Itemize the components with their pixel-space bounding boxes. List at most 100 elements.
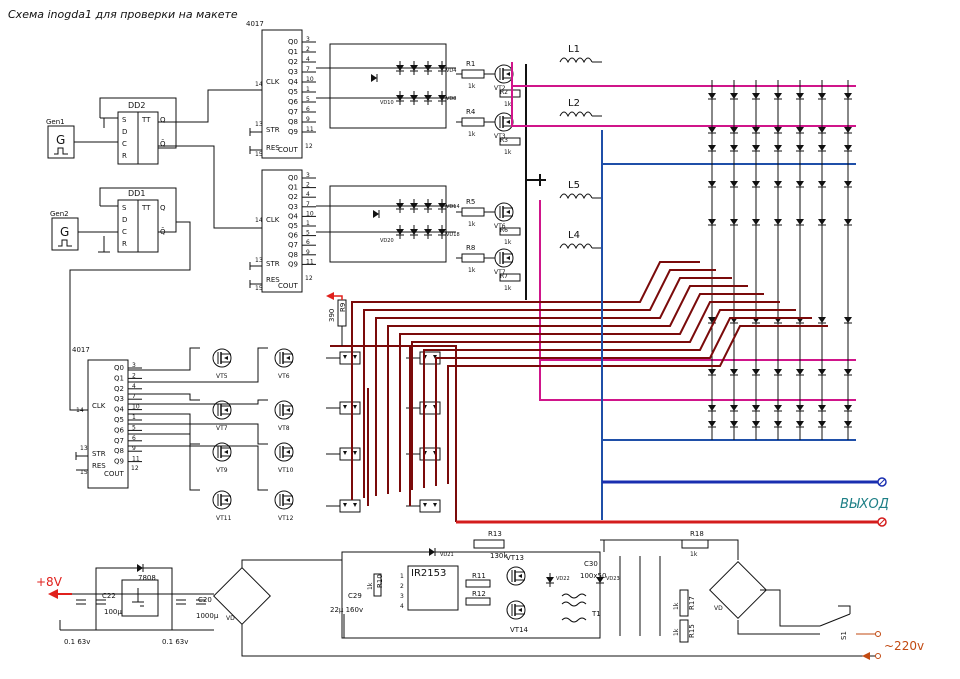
svg-text:15: 15 <box>255 151 263 158</box>
output-label: ВЫХОД <box>840 497 889 512</box>
bus-dark-red <box>435 317 812 486</box>
svg-text:1k: 1k <box>367 582 374 590</box>
counter-output-label: Q6 <box>288 98 299 106</box>
counter-output-label: Q5 <box>288 88 298 96</box>
counter-output-label: Q0 <box>288 174 298 182</box>
diode <box>773 140 783 156</box>
diode-label: VD4 <box>446 68 456 74</box>
diode <box>751 400 761 416</box>
counter-pin-number: 2 <box>306 182 310 189</box>
resistor-r9: R9 390 <box>326 292 347 346</box>
svg-text:R: R <box>122 152 127 160</box>
svg-text:7808: 7808 <box>138 574 156 582</box>
counter-pin-number: 2 <box>132 372 136 379</box>
diode <box>773 312 783 328</box>
svg-text:Q̄: Q̄ <box>160 139 166 148</box>
counter-pin-number: 1 <box>306 86 310 93</box>
svg-text:R13: R13 <box>488 530 502 538</box>
counter-output-label: Q5 <box>288 222 298 230</box>
svg-text:CLK: CLK <box>266 78 280 86</box>
counter-pin-number: 3 <box>306 172 310 179</box>
diode <box>773 364 783 380</box>
counter-output-label: Q0 <box>288 38 298 46</box>
counter-pin-number: 9 <box>132 445 136 452</box>
bus-dark-red <box>423 309 796 488</box>
supply-output-label: +8V <box>36 575 63 589</box>
diode <box>773 214 783 230</box>
diode <box>729 312 739 328</box>
svg-text:C: C <box>122 140 127 148</box>
svg-text:C: C <box>122 228 127 236</box>
bus-dark-red <box>387 285 748 494</box>
svg-text:100µ: 100µ <box>104 608 122 616</box>
source-resistor-value: 1k <box>504 285 512 292</box>
svg-text:1k: 1k <box>673 628 680 636</box>
svg-text:D: D <box>122 128 127 136</box>
svg-text:G: G <box>56 133 65 147</box>
svg-text:R17: R17 <box>688 596 696 610</box>
svg-text:15: 15 <box>80 469 88 476</box>
svg-text:Gen1: Gen1 <box>46 118 65 126</box>
diode <box>751 312 761 328</box>
diode <box>707 140 717 156</box>
counter-pin-number: 6 <box>306 106 310 113</box>
source-resistor-label: R7 <box>500 273 508 280</box>
inductor-label: L2 <box>568 98 580 109</box>
svg-text:R11: R11 <box>472 572 486 580</box>
svg-text:12: 12 <box>131 465 139 472</box>
inductor-label: L1 <box>568 44 580 55</box>
source-resistor <box>499 89 521 98</box>
trigger-dd1: DD1 S D C R TT Q Q̄ <box>99 187 177 253</box>
svg-text:R15: R15 <box>688 624 696 638</box>
counter-output-label: Q9 <box>114 458 124 466</box>
diode-label: VD20 <box>380 238 394 244</box>
mosfet-label: VT12 <box>278 515 294 522</box>
svg-text:S1: S1 <box>840 631 848 640</box>
counter-pin-number: 7 <box>132 393 136 400</box>
svg-text:13: 13 <box>255 121 263 128</box>
gate-resistor-value: 1k <box>468 83 476 90</box>
counter-pin-number: 4 <box>306 191 310 198</box>
diode-label: VD14 <box>446 204 460 210</box>
diode <box>843 140 853 156</box>
diode <box>795 176 805 192</box>
svg-text:3: 3 <box>400 593 404 600</box>
svg-text:VT14: VT14 <box>510 626 529 634</box>
diode <box>707 214 717 230</box>
svg-text:100x50: 100x50 <box>580 572 606 580</box>
source-resistor <box>499 273 521 282</box>
counter-output-label: Q3 <box>114 395 124 403</box>
counter-pin-number: 5 <box>306 230 310 237</box>
counter-output-label: Q8 <box>288 251 298 259</box>
diode <box>729 214 739 230</box>
wire <box>128 433 200 491</box>
wire-dd2-to-counter2 <box>158 145 262 229</box>
diode <box>795 312 805 328</box>
switch-mosfet <box>274 348 294 368</box>
svg-text:Q: Q <box>160 204 166 212</box>
diode <box>751 364 761 380</box>
svg-text:R12: R12 <box>472 590 486 598</box>
counter-output-label: Q1 <box>288 184 298 192</box>
svg-text:STR: STR <box>92 450 106 458</box>
counter-output-label: Q3 <box>288 68 298 76</box>
counter-pin-number: 4 <box>306 56 310 63</box>
diode <box>707 416 717 432</box>
svg-text:S: S <box>122 204 127 212</box>
wire <box>128 399 268 405</box>
bus-dark-red <box>399 293 764 492</box>
bus-magenta <box>539 200 856 401</box>
svg-text:TT: TT <box>141 204 151 212</box>
mosfet-label: VT5 <box>216 373 228 380</box>
svg-text:RES: RES <box>266 276 280 284</box>
power-mosfet <box>494 202 514 222</box>
diode <box>729 400 739 416</box>
counter-pin-number: 3 <box>132 362 136 369</box>
diode <box>370 73 378 83</box>
switch-mosfet <box>212 490 232 510</box>
counter-output-label: Q0 <box>114 364 124 372</box>
gate-resistor <box>461 69 485 79</box>
diode <box>773 416 783 432</box>
bus-dark-red <box>375 277 732 496</box>
